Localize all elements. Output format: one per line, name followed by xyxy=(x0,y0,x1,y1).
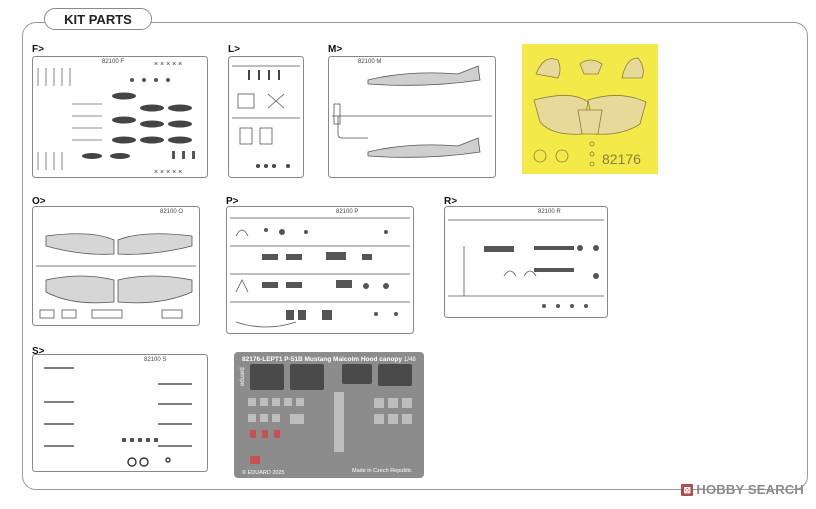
svg-text:× × × × ×: × × × × × xyxy=(154,61,182,68)
photoetch-scale: 1/48 xyxy=(404,357,416,363)
sprue-code-m: 82100 M xyxy=(358,59,381,65)
sprue-label-r: R> xyxy=(444,196,458,207)
sprue-m: 82100 M xyxy=(328,56,496,178)
sprue-label-s: S> xyxy=(32,346,45,357)
photoetch-fret: 82176-LEPT1 P-51B Mustang Malcolm Hood c… xyxy=(234,352,424,478)
watermark-text: HOBBY SEARCH xyxy=(696,482,804,497)
sprue-code-r: 82100 R xyxy=(538,209,561,215)
sprue-label-p: P> xyxy=(226,196,239,207)
kit-parts-title: KIT PARTS xyxy=(44,8,152,30)
sprue-label-m: M> xyxy=(328,44,343,55)
hobby-search-watermark: ⊠ HOBBY SEARCH xyxy=(681,482,804,497)
sprue-l xyxy=(228,56,304,178)
sprue-o: 82100 O xyxy=(32,206,200,326)
svg-text:× × × × ×: × × × × × xyxy=(154,169,182,176)
mask-sheet: 82176 xyxy=(522,44,658,174)
photoetch-title: 82176-LEPT1 P-51B Mustang Malcolm Hood c… xyxy=(242,356,402,363)
sprue-code-s: 82100 S xyxy=(144,357,166,363)
sprue-label-l: L> xyxy=(228,44,240,55)
photoetch-brand: eduard xyxy=(240,367,246,386)
sprue-p: 82100 P xyxy=(226,206,414,334)
sprue-code-f: 82100 F xyxy=(102,59,124,65)
kit-parts-frame xyxy=(22,22,808,490)
sprue-label-f: F> xyxy=(32,44,44,55)
photoetch-copyright: © EDUARD 2025 xyxy=(242,469,285,476)
hobby-search-logo-icon: ⊠ xyxy=(681,483,694,496)
sprue-code-o: 82100 O xyxy=(160,209,183,215)
photoetch-origin: Made in Czech Republic xyxy=(352,468,412,474)
sprue-label-o: O> xyxy=(32,196,46,207)
sprue-f: 82100 F × × × × × × × × × × xyxy=(32,56,208,178)
sprue-s: 82100 S xyxy=(32,354,208,472)
sprue-r: 82100 R xyxy=(444,206,608,318)
sprue-code-p: 82100 P xyxy=(336,209,358,215)
mask-code: 82176 xyxy=(602,151,641,167)
